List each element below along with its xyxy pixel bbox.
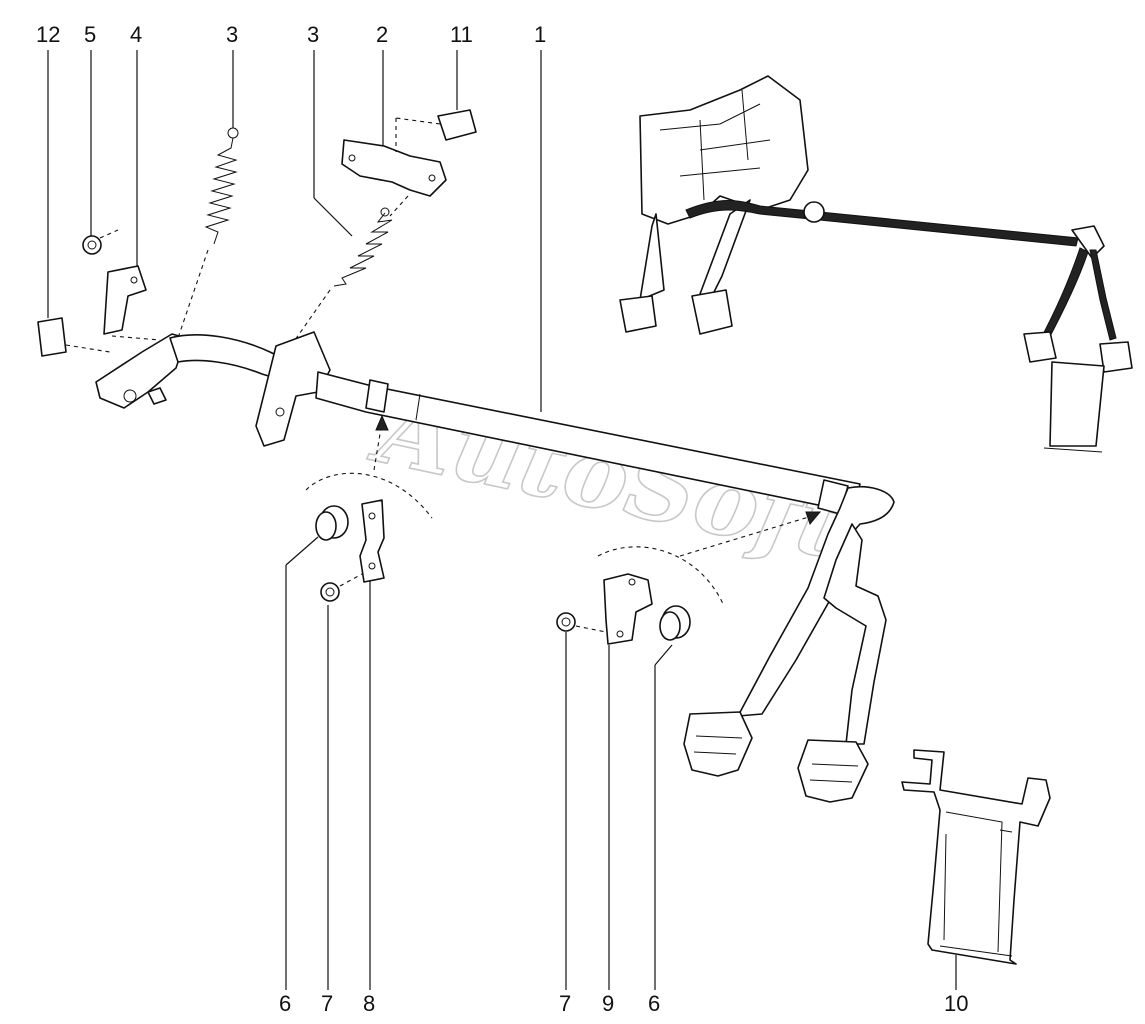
part-1-pedal-shaft <box>95 331 895 803</box>
callout-11: 11 <box>450 22 473 47</box>
callout-10: 10 <box>944 991 968 1016</box>
part-3-spring-right <box>287 207 393 351</box>
callout-7-right: 7 <box>559 991 571 1016</box>
callout-2: 2 <box>376 22 388 47</box>
callout-4: 4 <box>130 22 142 47</box>
part-11-pad <box>395 109 477 152</box>
callout-3-left: 3 <box>226 22 238 47</box>
callout-5: 5 <box>84 22 96 47</box>
part-6-bushing-left <box>315 505 349 541</box>
callout-12: 12 <box>36 22 60 47</box>
assembly-indicators <box>305 414 822 607</box>
leader-lines <box>47 50 957 990</box>
callout-6-left: 6 <box>279 991 291 1016</box>
part-4-bracket <box>103 265 161 341</box>
part-12-pad <box>37 317 111 357</box>
part-9-clamp <box>603 573 653 645</box>
callout-7-left: 7 <box>321 991 333 1016</box>
part-8-clamp <box>359 499 385 583</box>
callout-8: 8 <box>363 991 375 1016</box>
part-7-nut-right <box>556 612 607 633</box>
callout-9: 9 <box>602 991 614 1016</box>
part-6-bushing-right <box>659 605 691 641</box>
part-7-nut-left <box>320 573 363 602</box>
part-2-plate <box>341 139 447 217</box>
inset-installed-view <box>619 75 1133 453</box>
part-3-spring-left <box>177 127 239 339</box>
part-5-nut <box>82 229 119 255</box>
callout-3-right: 3 <box>307 22 319 47</box>
callout-6-right: 6 <box>648 991 660 1016</box>
callout-1: 1 <box>534 22 546 47</box>
part-10-frame <box>901 749 1051 965</box>
